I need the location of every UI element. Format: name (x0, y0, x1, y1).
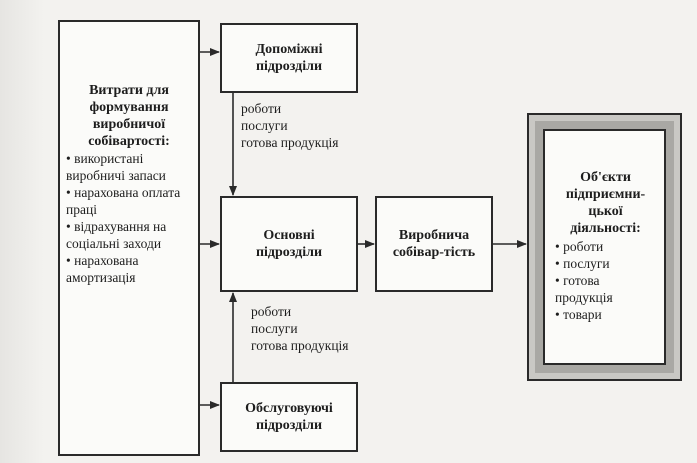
objects-item: готова продукція (555, 272, 656, 306)
costs-list: використані виробничі запаси нарахована … (66, 150, 192, 286)
flow-label-line: готова продукція (241, 135, 339, 150)
costs-item: відрахування на соціальні заходи (66, 218, 192, 252)
objects-list: роботи послуги готова продукція товари (555, 238, 656, 323)
objects-item: послуги (555, 255, 656, 272)
flow-label-line: роботи (251, 304, 292, 319)
flow-label-line: послуги (241, 118, 288, 133)
flow-label-line: роботи (241, 101, 282, 116)
costs-item: нарахована оплата праці (66, 184, 192, 218)
flow-label-line: готова продукція (251, 338, 349, 353)
page-margin (0, 0, 44, 463)
costs-box: Витрати для формування виробничої собіва… (58, 20, 200, 456)
service-units-title: Обслуговуючі підрозділи (245, 401, 333, 433)
production-cost-title: Виробнича собівар-тість (392, 228, 476, 260)
service-units-box: Обслуговуючі підрозділи (220, 382, 358, 452)
costs-item: нарахована амортизація (66, 252, 192, 286)
objects-item: товари (555, 306, 656, 323)
main-units-title: Основні підрозділи (255, 228, 323, 260)
flow-label-line: послуги (251, 321, 298, 336)
flow-label-top: роботи послуги готова продукція (241, 100, 339, 151)
objects-frame: Об'єкти підприємни-цької діяльності: роб… (527, 113, 682, 381)
costs-box-title: Витрати для формування виробничої собіва… (88, 83, 170, 149)
auxiliary-units-title: Допоміжні підрозділи (255, 42, 323, 74)
costs-item: використані виробничі запаси (66, 150, 192, 184)
objects-box: Об'єкти підприємни-цької діяльності: роб… (543, 129, 666, 365)
auxiliary-units-box: Допоміжні підрозділи (220, 23, 358, 93)
flow-label-bottom: роботи послуги готова продукція (251, 303, 349, 354)
production-cost-box: Виробнича собівар-тість (375, 196, 493, 292)
objects-item: роботи (555, 238, 656, 255)
objects-box-title: Об'єкти підприємни-цької діяльності: (565, 170, 646, 236)
main-units-box: Основні підрозділи (220, 196, 358, 292)
